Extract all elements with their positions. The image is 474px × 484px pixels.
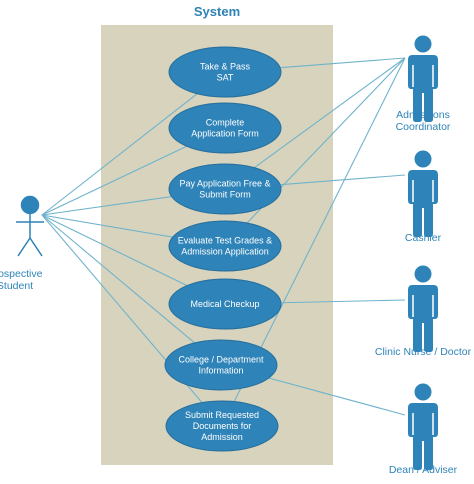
actors: ProspectiveStudentAdmissionsCoordinatorC…	[0, 35, 472, 476]
use-case-ellipse	[168, 163, 282, 215]
actor-label: Coordinator	[396, 121, 451, 133]
actor-label: Clinic Nurse / Doctor	[375, 346, 472, 358]
use-case-uc5[interactable]: Medical Checkup	[168, 278, 282, 330]
person-icon	[408, 383, 438, 470]
use-case-label: Pay Application Free &	[179, 179, 270, 189]
association-student-uc2	[41, 145, 187, 216]
actor-label: Admissions	[396, 109, 450, 121]
actor-nurse: Clinic Nurse / Doctor	[375, 265, 472, 358]
use-case-label: College / Department	[178, 355, 264, 365]
use-case-label: Evaluate Test Grades &	[178, 236, 272, 246]
use-case-label: Medical Checkup	[190, 299, 259, 309]
use-case-ellipse	[165, 400, 279, 452]
actor-label: Dean / Adviser	[389, 464, 458, 476]
use-case-uc3[interactable]: Pay Application Free &Submit Form	[168, 163, 282, 215]
association-student-uc6	[41, 214, 196, 344]
use-case-label: Admission Application	[181, 247, 269, 257]
association-student-uc4	[41, 214, 173, 238]
system-title: System	[194, 4, 240, 19]
actor-dean: Dean / Adviser	[389, 383, 458, 476]
person-icon	[408, 35, 438, 122]
actor-label: Cashier	[405, 232, 442, 244]
use-case-label: Admission	[201, 432, 243, 442]
association-coordinator-uc1	[280, 57, 406, 69]
association-coordinator-uc7	[233, 57, 406, 402]
association-dean-uc6	[268, 377, 406, 416]
stick-figure-icon	[16, 195, 44, 257]
association-student-uc5	[41, 214, 188, 287]
person-icon	[408, 265, 438, 352]
use-case-label: Application Form	[191, 129, 259, 139]
actor-label: Prospective	[0, 268, 43, 280]
use-case-label: SAT	[217, 73, 234, 83]
use-case-label: Submit Form	[199, 190, 251, 200]
actor-label: Student	[0, 280, 33, 292]
association-student-uc3	[41, 196, 172, 216]
use-case-ellipse	[168, 102, 282, 154]
association-coordinator-uc3	[253, 57, 406, 169]
association-cashier-uc3	[280, 174, 406, 186]
association-nurse-uc5	[280, 299, 406, 304]
actor-cashier: Cashier	[405, 150, 442, 244]
use-case-ellipse	[164, 339, 278, 391]
association-student-uc1	[41, 93, 198, 216]
use-case-label: Information	[198, 366, 243, 376]
use-case-label: Take & Pass	[200, 62, 251, 72]
use-case-uc4[interactable]: Evaluate Test Grades &Admission Applicat…	[168, 220, 282, 272]
use-case-ellipse	[168, 220, 282, 272]
use-case-label: Complete	[206, 118, 245, 128]
use-case-ellipse	[168, 278, 282, 330]
use-case-label: Documents for	[193, 421, 252, 431]
actor-student: ProspectiveStudent	[0, 195, 44, 292]
use-case-label: Submit Requested	[185, 410, 259, 420]
use-case-ellipse	[168, 46, 282, 98]
person-icon	[408, 150, 438, 237]
